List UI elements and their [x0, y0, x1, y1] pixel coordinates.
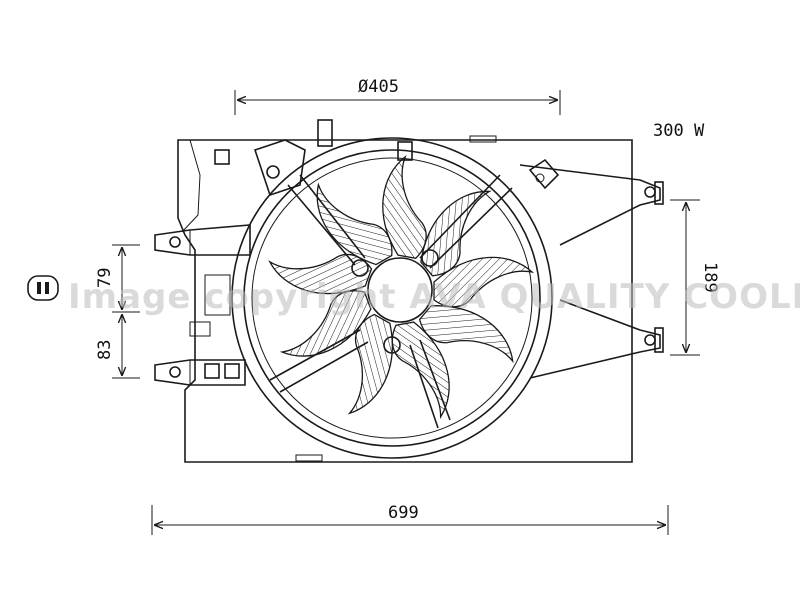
left-lower-bracket — [154, 359, 246, 386]
dim-diameter — [234, 90, 561, 115]
dim-height-right — [670, 199, 700, 356]
dim-width — [151, 505, 669, 535]
dim-diameter-label: Ø405 — [358, 77, 399, 97]
dim-lower-left-label: 83 — [95, 340, 115, 360]
power-rating: 300 W — [653, 121, 705, 141]
right-lower-bracket — [529, 299, 664, 379]
left-upper-bracket — [154, 224, 251, 256]
connector-icon — [27, 275, 59, 301]
dim-height-right-label: 189 — [700, 262, 720, 293]
dim-width-label: 699 — [388, 503, 419, 523]
fan-ring-inner — [243, 149, 541, 447]
dim-left — [112, 244, 140, 379]
motor-hub — [367, 257, 433, 323]
watermark: Image copyright AVA QUALITY COOLING B.V. — [68, 277, 800, 317]
fan-ring-outer — [231, 137, 553, 459]
dim-upper-left-label: 79 — [95, 268, 115, 288]
right-upper-bracket — [519, 164, 664, 246]
